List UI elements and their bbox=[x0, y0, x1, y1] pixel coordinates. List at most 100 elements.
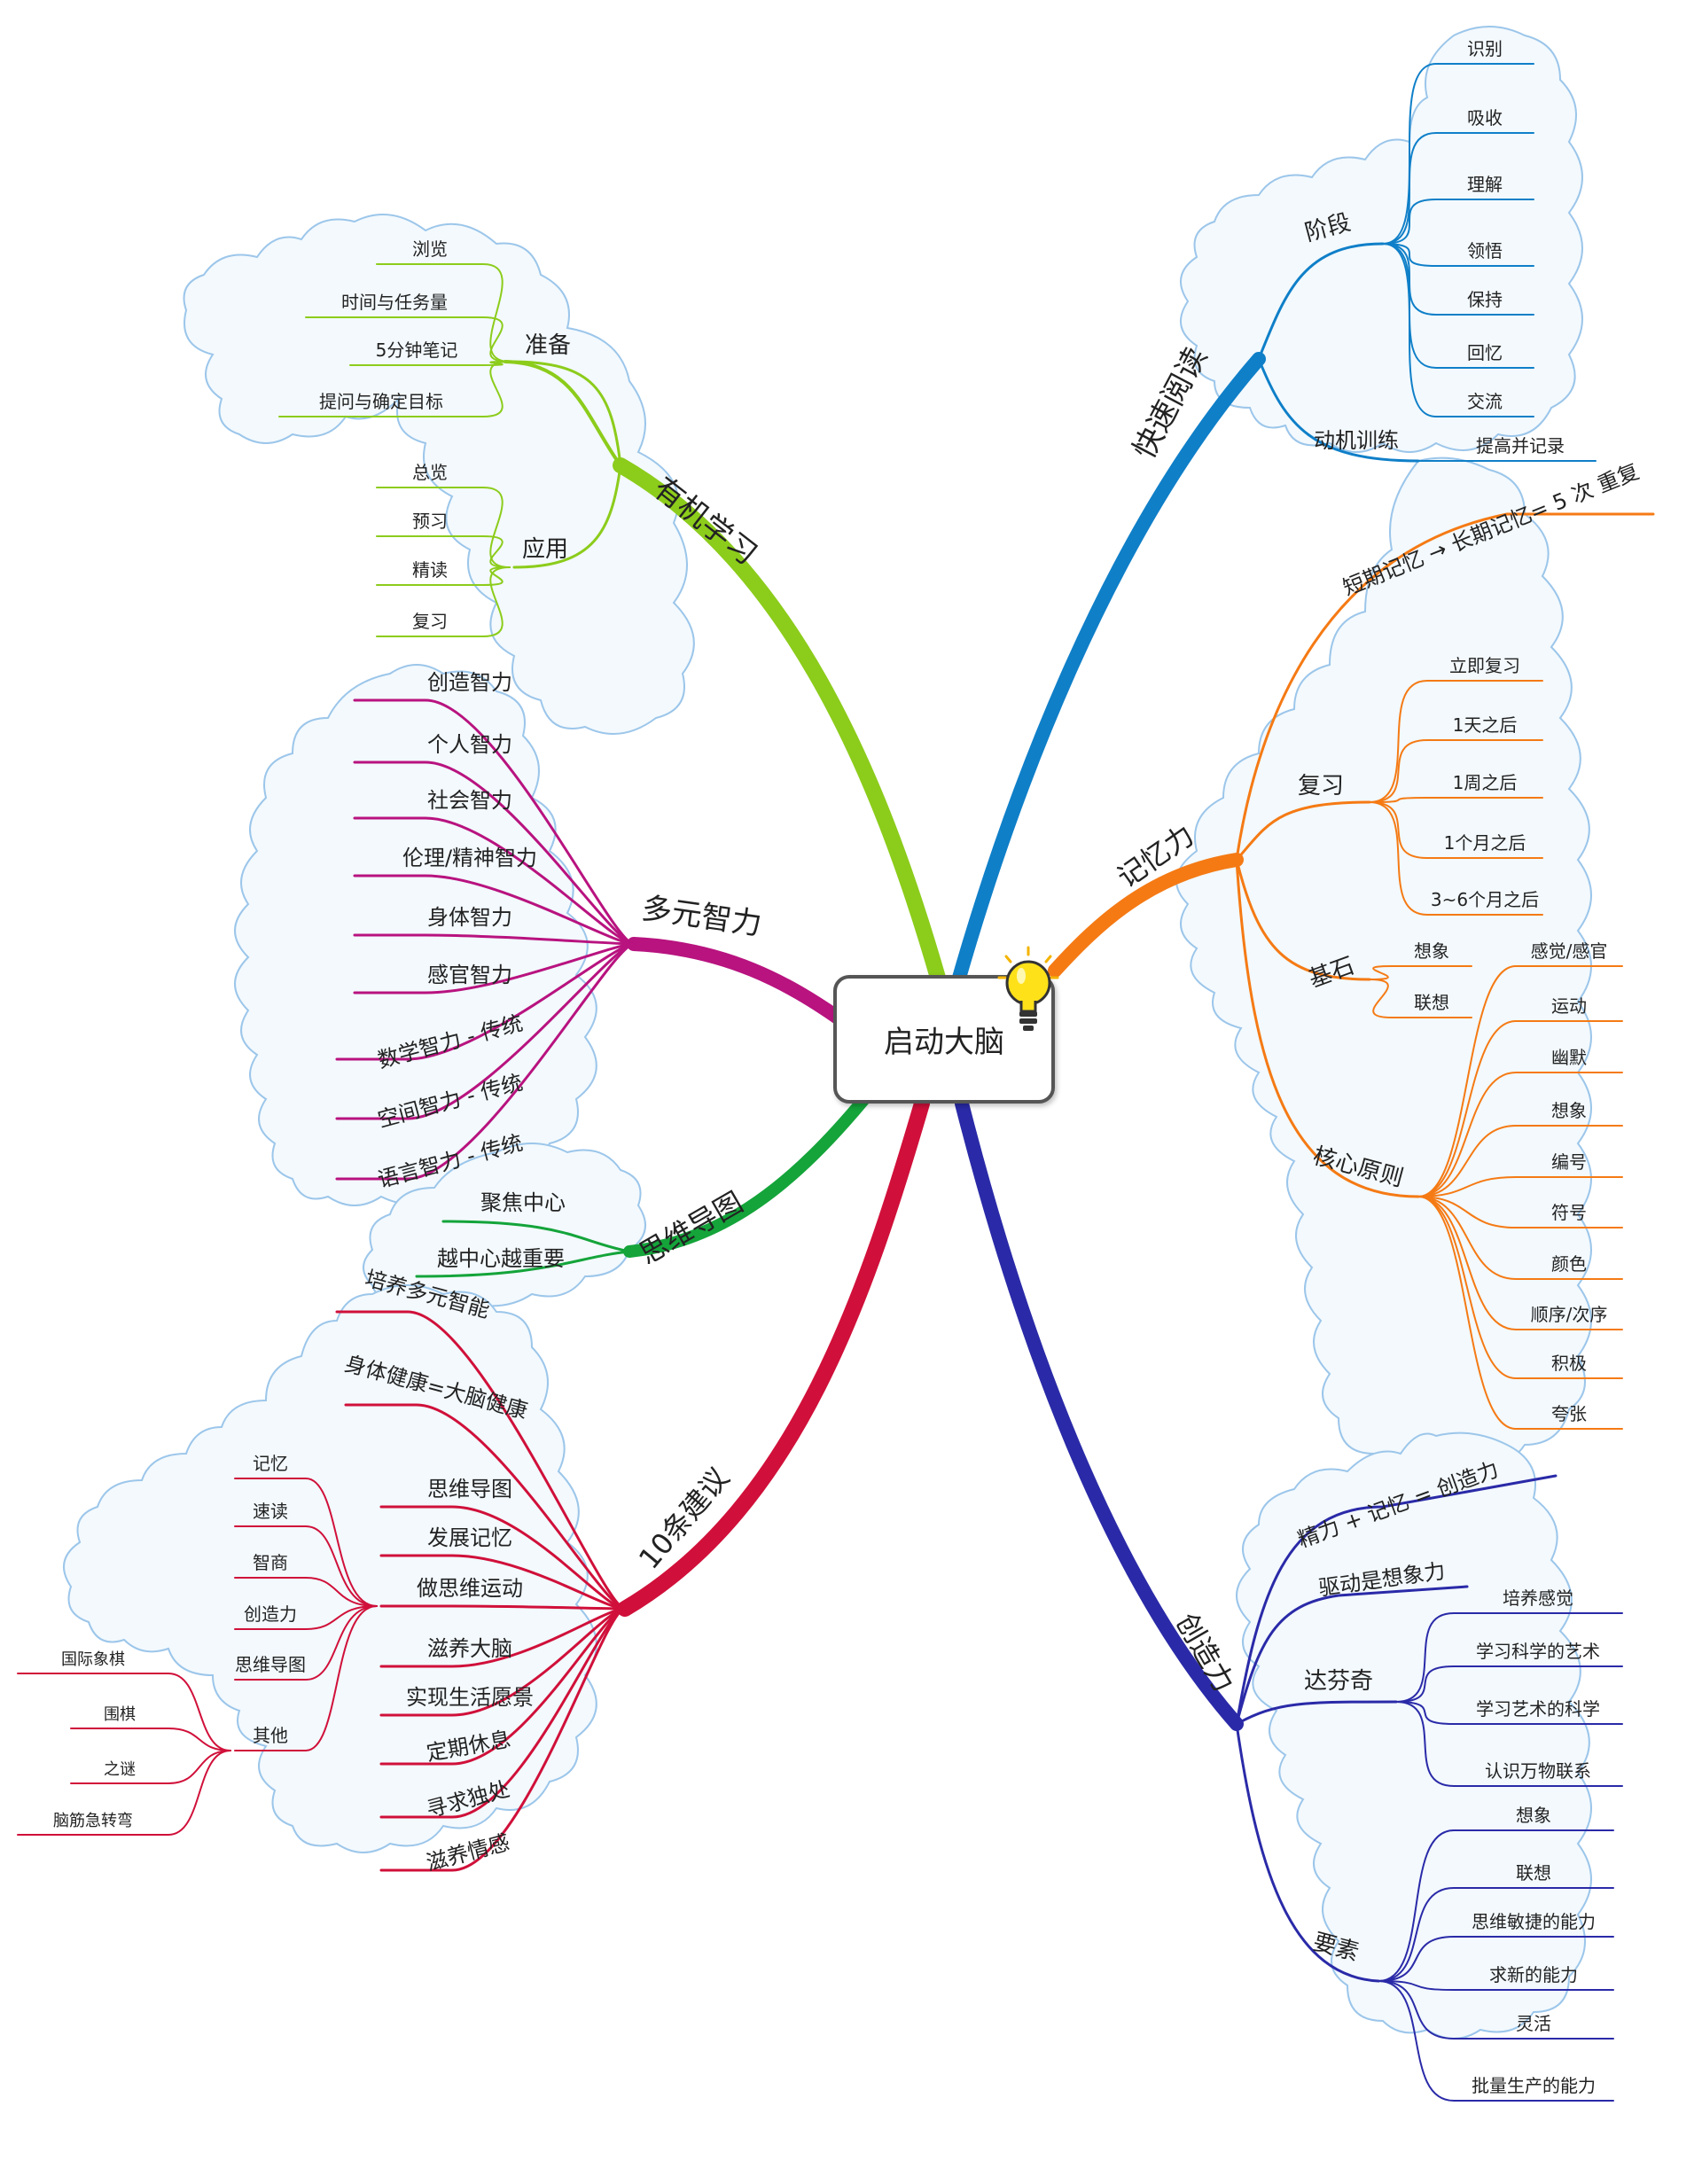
memory-review-item-2[interactable]: 1周之后 bbox=[1453, 772, 1518, 793]
mindmap-label[interactable]: 思维导图 bbox=[634, 1185, 749, 1271]
reading-stage-item-0[interactable]: 识别 bbox=[1467, 38, 1503, 59]
memory-review-label[interactable]: 复习 bbox=[1298, 773, 1344, 800]
multi-item-3[interactable]: 伦理/精神智力 bbox=[402, 846, 537, 870]
creativity-davinci-item-3[interactable]: 认识万物联系 bbox=[1485, 1760, 1591, 1782]
reading-stage-item-3-link bbox=[1382, 243, 1534, 267]
organic-apply-item-1-link bbox=[376, 535, 511, 568]
multi-item-1[interactable]: 个人智力 bbox=[427, 732, 512, 757]
memory-base-item-0[interactable]: 想象 bbox=[1414, 940, 1449, 962]
advice-item-9-link bbox=[379, 1607, 627, 1872]
creativity-elements-item-0-link bbox=[1378, 1829, 1614, 1982]
creativity-elements-item-5[interactable]: 批量生产的能力 bbox=[1472, 2075, 1596, 2096]
memory-core-item-2[interactable]: 幽默 bbox=[1551, 1047, 1587, 1068]
reading-motive-item-0[interactable]: 提高并记录 bbox=[1476, 435, 1565, 456]
organic-prep-label[interactable]: 准备 bbox=[525, 332, 571, 359]
multi-label[interactable]: 多元智力 bbox=[639, 891, 763, 943]
organic-prep-item-2[interactable]: 5分钟笔记 bbox=[376, 339, 458, 361]
advice-exercise-2[interactable]: 智商 bbox=[253, 1552, 288, 1573]
memory-review-item-4[interactable]: 3~6个月之后 bbox=[1431, 889, 1539, 910]
memory-review-item-3[interactable]: 1个月之后 bbox=[1444, 832, 1526, 854]
memory-review-item-4-link bbox=[1369, 801, 1543, 916]
memory-short-link bbox=[1235, 512, 1655, 862]
memory-core-item-7[interactable]: 顺序/次序 bbox=[1531, 1304, 1608, 1325]
memory-review-item-0[interactable]: 立即复习 bbox=[1449, 655, 1520, 676]
organic-apply-item-0[interactable]: 总览 bbox=[412, 462, 448, 483]
organic-apply-item-1[interactable]: 预习 bbox=[412, 511, 448, 532]
memory-core-item-6[interactable]: 颜色 bbox=[1551, 1253, 1587, 1275]
reading-motive-label[interactable]: 动机训练 bbox=[1314, 428, 1399, 453]
memory-core-item-4[interactable]: 编号 bbox=[1551, 1151, 1587, 1173]
advice-exercise-3[interactable]: 创造力 bbox=[244, 1603, 297, 1625]
memory-review-item-1[interactable]: 1天之后 bbox=[1453, 714, 1518, 736]
reading-stage-item-2[interactable]: 理解 bbox=[1467, 174, 1503, 195]
memory-core-item-3[interactable]: 想象 bbox=[1551, 1100, 1587, 1121]
organic-main-tail bbox=[504, 360, 622, 467]
reading-stage-item-3[interactable]: 领悟 bbox=[1467, 240, 1503, 261]
advice-item-2[interactable]: 思维导图 bbox=[427, 1477, 512, 1502]
multi-item-5[interactable]: 感官智力 bbox=[427, 963, 512, 987]
multi-item-3-link bbox=[353, 874, 636, 946]
memory-review-item-1-link bbox=[1369, 739, 1543, 803]
creativity-elements-item-0[interactable]: 想象 bbox=[1516, 1805, 1551, 1826]
reading-label[interactable]: 快速阅读 bbox=[1127, 341, 1214, 464]
advice-other-1[interactable]: 围棋 bbox=[104, 1705, 136, 1724]
multi-item-4[interactable]: 身体智力 bbox=[427, 905, 512, 930]
multi-item-2[interactable]: 社会智力 bbox=[427, 788, 512, 813]
creativity-elements-item-3[interactable]: 求新的能力 bbox=[1489, 1964, 1578, 1985]
creativity-elements-item-1[interactable]: 联想 bbox=[1516, 1862, 1551, 1884]
reading-stage-item-1[interactable]: 吸收 bbox=[1467, 107, 1503, 129]
creativity-drive-link bbox=[1235, 1585, 1469, 1726]
advice-exercise-4-link bbox=[234, 1605, 378, 1681]
advice-other-3[interactable]: 脑筋急转弯 bbox=[53, 1812, 133, 1830]
memory-core-item-9[interactable]: 夸张 bbox=[1551, 1403, 1587, 1424]
creativity-davinci-item-1[interactable]: 学习科学的艺术 bbox=[1476, 1641, 1600, 1662]
advice-item-6[interactable]: 实现生活愿景 bbox=[406, 1685, 534, 1710]
organic-apply-label[interactable]: 应用 bbox=[522, 536, 568, 563]
advice-exercise-1[interactable]: 速读 bbox=[253, 1501, 288, 1522]
organic-prep-item-1[interactable]: 时间与任务量 bbox=[341, 292, 448, 313]
mindmap-item-0-link bbox=[441, 1220, 631, 1253]
advice-exercise-0[interactable]: 记忆 bbox=[253, 1453, 288, 1474]
organic-prep-item-3[interactable]: 提问与确定目标 bbox=[319, 391, 443, 412]
multi-item-0[interactable]: 创造智力 bbox=[427, 670, 512, 695]
organic-prep-item-0[interactable]: 浏览 bbox=[412, 238, 448, 260]
creativity-elements-item-2[interactable]: 思维敏捷的能力 bbox=[1472, 1911, 1596, 1932]
memory-base-item-1[interactable]: 联想 bbox=[1414, 992, 1449, 1013]
memory-core-item-5[interactable]: 符号 bbox=[1551, 1202, 1587, 1223]
creativity-elements-item-4[interactable]: 灵活 bbox=[1516, 2013, 1551, 2034]
reading-stage-item-6[interactable]: 交流 bbox=[1467, 391, 1503, 412]
cloud-creativity bbox=[1236, 1431, 1592, 2040]
organic-apply-item-0-link bbox=[376, 487, 511, 568]
creativity-davinci-item-2[interactable]: 学习艺术的科学 bbox=[1476, 1698, 1600, 1720]
advice-item-5[interactable]: 滋养大脑 bbox=[427, 1636, 512, 1661]
organic-apply-item-2[interactable]: 精读 bbox=[412, 559, 448, 581]
advice-exercise-4[interactable]: 思维导图 bbox=[235, 1654, 306, 1675]
mindmap-item-0[interactable]: 聚焦中心 bbox=[480, 1190, 566, 1215]
creativity-davinci-item-0[interactable]: 培养感觉 bbox=[1503, 1587, 1573, 1609]
lightbulb-icon bbox=[997, 946, 1059, 1031]
memory-core-link bbox=[1235, 858, 1420, 1198]
organic-apply-item-3[interactable]: 复习 bbox=[412, 611, 448, 632]
advice-other-3-link bbox=[17, 1750, 231, 1836]
organic-prep-item-0-link bbox=[376, 263, 511, 363]
advice-item-9[interactable]: 滋养情感 bbox=[424, 1829, 512, 1876]
memory-core-item-9-link bbox=[1417, 1196, 1623, 1430]
memory-core-item-8[interactable]: 积极 bbox=[1551, 1353, 1587, 1374]
memory-core-item-1-link bbox=[1417, 1020, 1623, 1197]
memory-core-item-0[interactable]: 感觉/感官 bbox=[1531, 940, 1608, 962]
reading-stage-item-5[interactable]: 回忆 bbox=[1467, 342, 1503, 363]
creativity-davinci-link bbox=[1235, 1700, 1398, 1726]
advice-item-2-link bbox=[379, 1505, 627, 1611]
advice-other-2[interactable]: 之谜 bbox=[104, 1760, 136, 1779]
creativity-davinci-label[interactable]: 达芬奇 bbox=[1304, 1668, 1373, 1695]
advice-item-4[interactable]: 做思维运动 bbox=[417, 1576, 523, 1601]
mindmap-main-link bbox=[623, 1093, 871, 1258]
creativity-davinci-item-3-link bbox=[1395, 1701, 1623, 1787]
mindmap-item-1[interactable]: 越中心越重要 bbox=[437, 1246, 565, 1271]
advice-other-0[interactable]: 国际象棋 bbox=[61, 1650, 125, 1669]
advice-item-3[interactable]: 发展记忆 bbox=[427, 1525, 512, 1550]
reading-stage-item-4[interactable]: 保持 bbox=[1467, 289, 1503, 310]
advice-exercise-5[interactable]: 其他 bbox=[253, 1725, 288, 1746]
advice-exercise-5-link bbox=[234, 1605, 378, 1751]
memory-core-item-1[interactable]: 运动 bbox=[1551, 995, 1587, 1017]
